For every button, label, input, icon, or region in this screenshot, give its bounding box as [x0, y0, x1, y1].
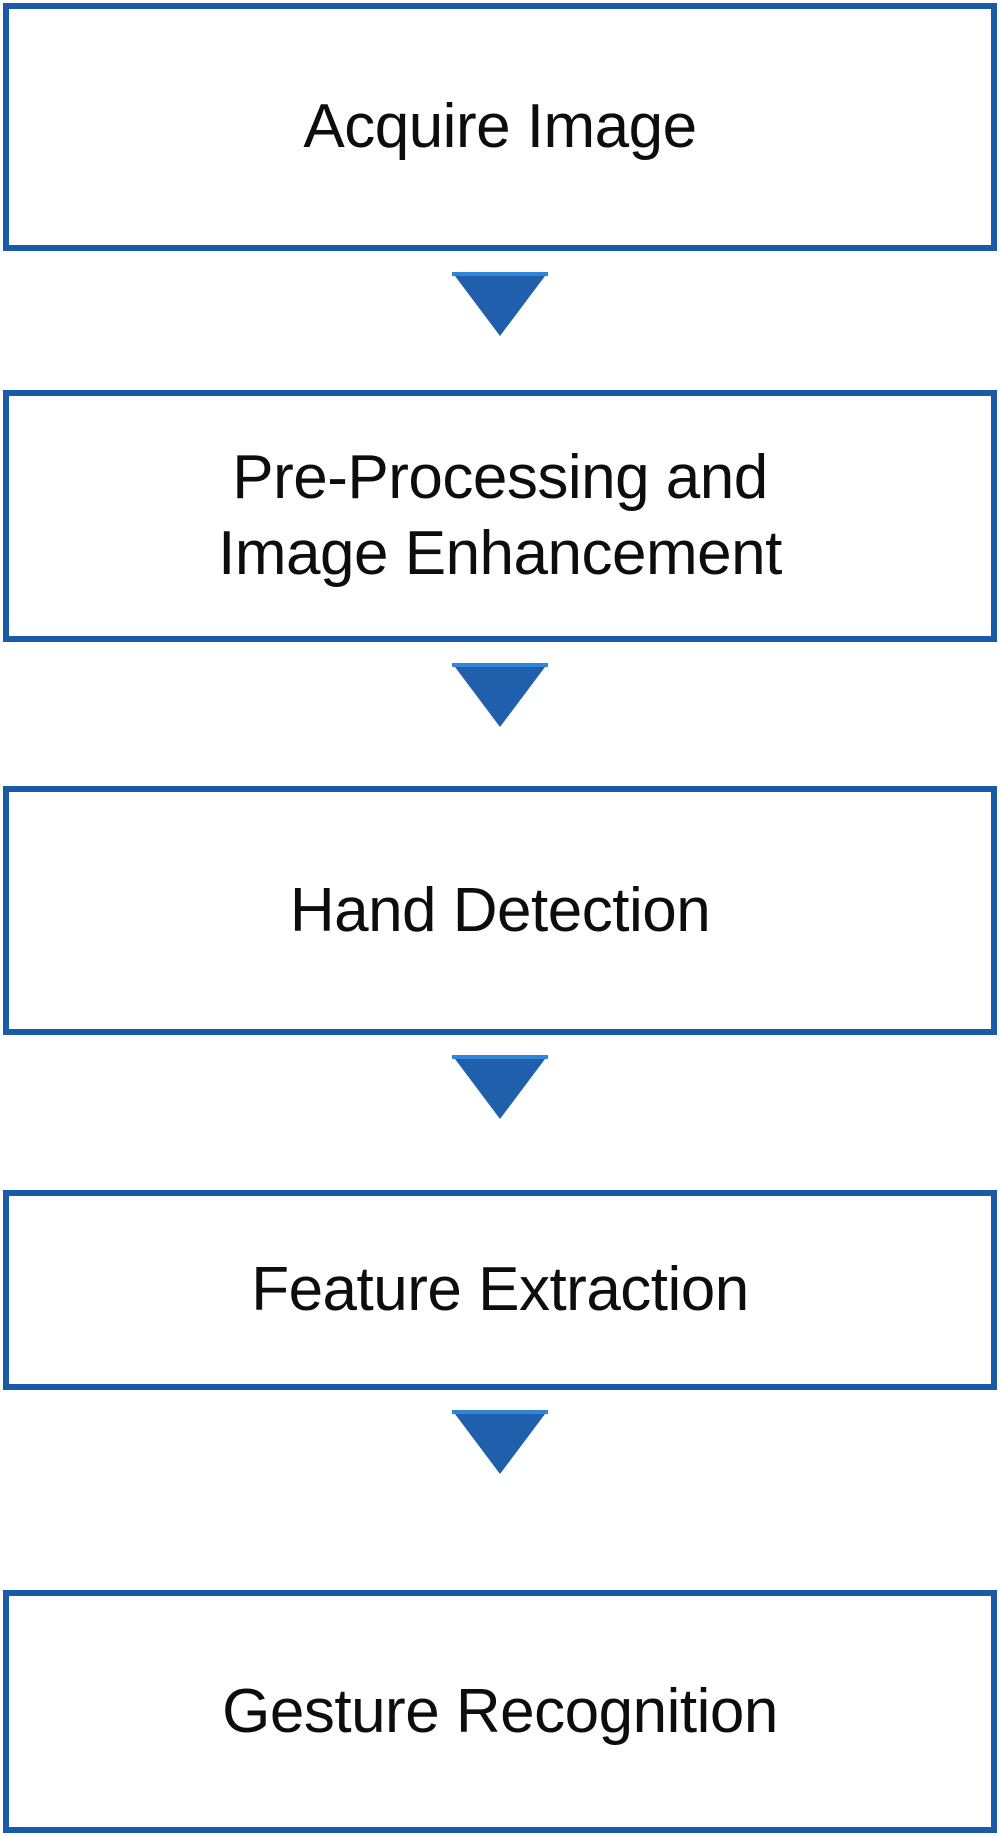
node-label: Hand Detection	[289, 875, 711, 945]
down-arrow-icon	[452, 1410, 548, 1474]
flowchart-node-hand-detection[interactable]: Hand Detection	[3, 786, 997, 1035]
node-label: Gesture Recognition	[222, 1676, 778, 1746]
flowchart-node-acquire-image[interactable]: Acquire Image	[3, 3, 997, 251]
node-label: Pre-Processing and Image Enhancement	[218, 443, 782, 588]
flowchart-node-gesture-recognition[interactable]: Gesture Recognition	[3, 1590, 997, 1833]
down-arrow-icon	[452, 272, 548, 336]
node-label: Acquire Image	[303, 92, 697, 162]
down-arrow-icon	[452, 663, 548, 727]
down-arrow-icon	[452, 1055, 548, 1119]
node-label: Feature Extraction	[251, 1255, 749, 1325]
flowchart-node-feature-extraction[interactable]: Feature Extraction	[3, 1190, 997, 1390]
flowchart-node-pre-processing-and-image-enhancement[interactable]: Pre-Processing and Image Enhancement	[3, 390, 997, 642]
